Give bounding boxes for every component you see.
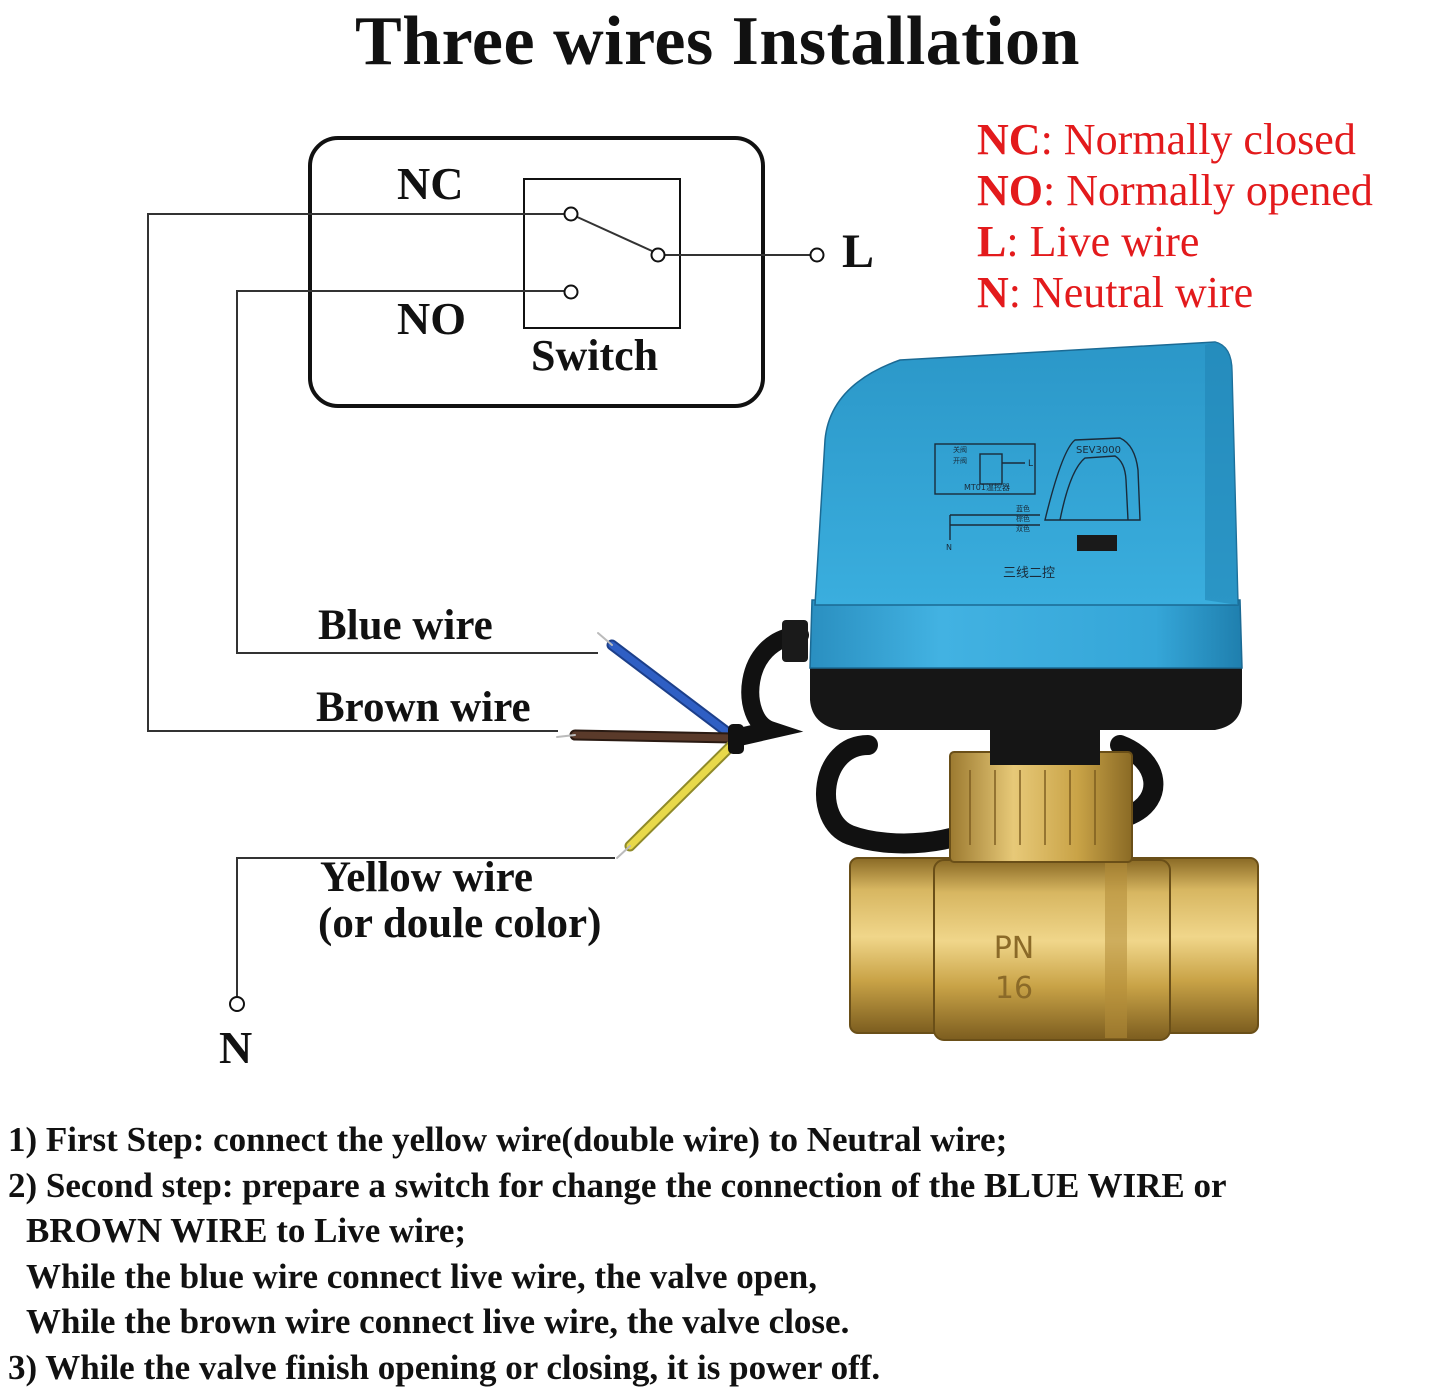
legend-item: L: Live wire	[977, 217, 1200, 266]
valve-wires	[556, 632, 744, 859]
label-yellow-wire: Yellow wire	[320, 854, 533, 901]
step-1: 1) First Step: connect the yellow wire(d…	[8, 1120, 1008, 1159]
actuator-color-2: 棕色	[1016, 514, 1030, 523]
actuator-terminal-l: L	[1028, 459, 1033, 469]
electric-ball-valve: PN 16 SEV3000 L 关阀 开阀 MT01温控器 蓝色 棕色	[726, 341, 1259, 1041]
wiring-lines	[147, 213, 811, 997]
legend: NC: Normally closed NO: Normally opened …	[977, 114, 1373, 318]
legend-item: NC: Normally closed	[977, 115, 1356, 164]
step-2-close-note: While the brown wire connect live wire, …	[26, 1302, 850, 1341]
step-2: 2) Second step: prepare a switch for cha…	[8, 1165, 1227, 1205]
actuator-pos-open: 开阀	[953, 456, 967, 465]
label-no: NO	[397, 293, 466, 344]
switch-box	[523, 178, 681, 329]
legend-item: NO: Normally opened	[977, 166, 1373, 215]
label-nc: NC	[397, 158, 464, 209]
label-yellow-wire-note: (or doule color)	[318, 900, 602, 947]
step-2-open-note: While the blue wire connect live wire, t…	[26, 1256, 817, 1296]
actuator-controller-text: MT01温控器	[964, 482, 1010, 492]
actuator-label-diagram	[934, 437, 1141, 540]
step-2-continued: BROWN WIRE to Live wire;	[26, 1211, 467, 1250]
step-3: 3) While the valve finish opening or clo…	[8, 1347, 881, 1387]
label-blue-wire: Blue wire	[318, 602, 493, 649]
label-neutral-terminal: N	[219, 1022, 253, 1073]
actuator-mode-text: 三线二控	[1003, 566, 1055, 581]
actuator-color-1: 蓝色	[1016, 504, 1030, 513]
valve-marking-16: 16	[995, 971, 1033, 1006]
valve-marking-pn: PN	[994, 931, 1035, 966]
label-live-terminal: L	[842, 225, 875, 278]
installation-steps: 1) First Step: connect the yellow wire(d…	[8, 1117, 1227, 1390]
actuator-pos-closed: 关阀	[953, 445, 967, 454]
page-title: Three wires Installation	[355, 3, 1080, 80]
actuator-model-text: SEV3000	[1076, 445, 1121, 456]
actuator-terminal-n: N	[946, 543, 952, 552]
label-switch: Switch	[531, 331, 659, 380]
actuator-color-3: 双色	[1016, 524, 1030, 533]
switch-terminals	[229, 206, 825, 1012]
label-brown-wire: Brown wire	[316, 684, 531, 731]
legend-item: N: Neutral wire	[977, 268, 1254, 317]
switch-enclosure	[308, 136, 765, 408]
